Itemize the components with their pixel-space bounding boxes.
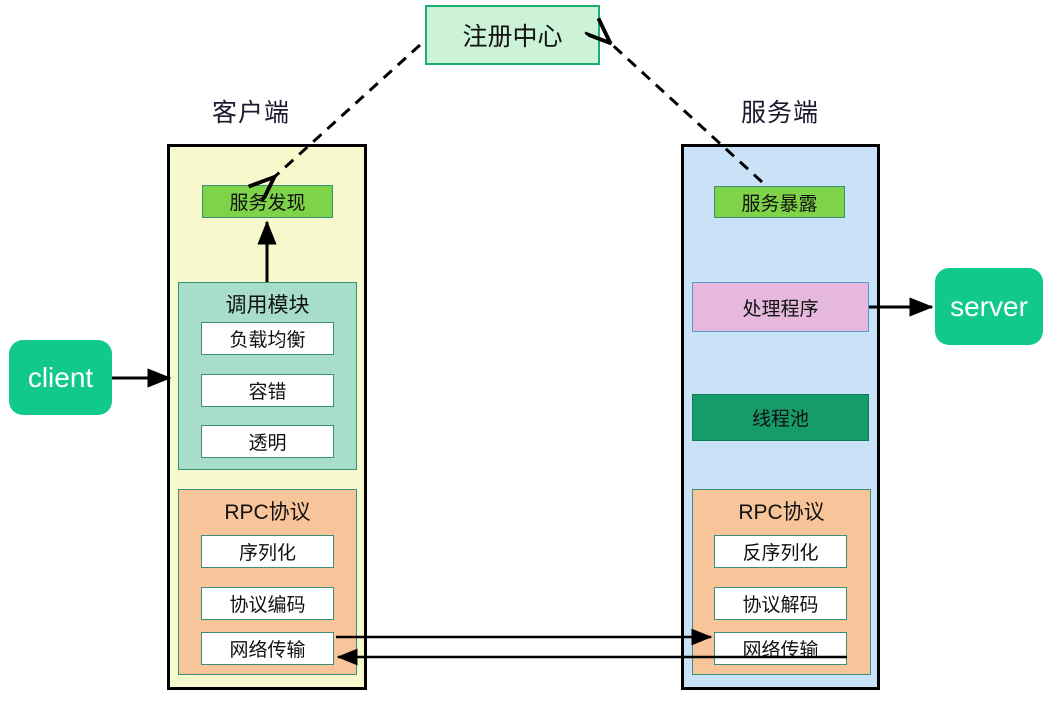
server-endpoint-node[interactable]: server [935, 268, 1043, 345]
cell-protocol-decode-label: 协议解码 [742, 595, 819, 616]
handler-label: 处理程序 [742, 298, 819, 320]
cell-fault-tolerance-label: 容错 [248, 382, 287, 403]
cell-transparent[interactable]: 透明 [201, 425, 334, 458]
service-discovery-label: 服务发现 [229, 193, 306, 214]
cell-load-balance[interactable]: 负载均衡 [201, 322, 334, 355]
cell-transparent-label: 透明 [248, 433, 287, 454]
client-endpoint-label: client [27, 361, 94, 393]
service-discovery-box[interactable]: 服务发现 [202, 185, 333, 218]
cell-client-network-transport-label: 网络传输 [229, 640, 306, 661]
client-title: 客户端 [211, 99, 290, 127]
server-endpoint-label: server [950, 290, 1028, 322]
cell-protocol-encode-label: 协议编码 [229, 595, 306, 616]
thread-pool-label: 线程池 [751, 409, 809, 430]
cell-client-network-transport[interactable]: 网络传输 [201, 632, 334, 665]
client-endpoint-node[interactable]: client [9, 340, 112, 415]
cell-deserialize[interactable]: 反序列化 [714, 535, 847, 568]
server-rpc-title: RPC协议 [738, 501, 825, 524]
handler-box[interactable]: 处理程序 [692, 282, 869, 332]
cell-server-network-transport[interactable]: 网络传输 [714, 632, 847, 665]
call-module-title: 调用模块 [225, 294, 310, 317]
cell-load-balance-label: 负载均衡 [229, 330, 306, 351]
service-expose-box[interactable]: 服务暴露 [714, 186, 845, 218]
registry-center-label: 注册中心 [462, 23, 563, 51]
cell-protocol-encode[interactable]: 协议编码 [201, 587, 334, 620]
cell-fault-tolerance[interactable]: 容错 [201, 374, 334, 407]
registry-center-box[interactable]: 注册中心 [425, 5, 600, 65]
cell-protocol-decode[interactable]: 协议解码 [714, 587, 847, 620]
cell-deserialize-label: 反序列化 [742, 543, 819, 564]
thread-pool-box[interactable]: 线程池 [692, 394, 869, 441]
service-expose-label: 服务暴露 [741, 193, 818, 215]
server-title: 服务端 [740, 99, 819, 127]
cell-server-network-transport-label: 网络传输 [742, 640, 819, 661]
cell-serialize[interactable]: 序列化 [201, 535, 334, 568]
client-rpc-title: RPC协议 [224, 501, 311, 524]
cell-serialize-label: 序列化 [238, 543, 296, 564]
